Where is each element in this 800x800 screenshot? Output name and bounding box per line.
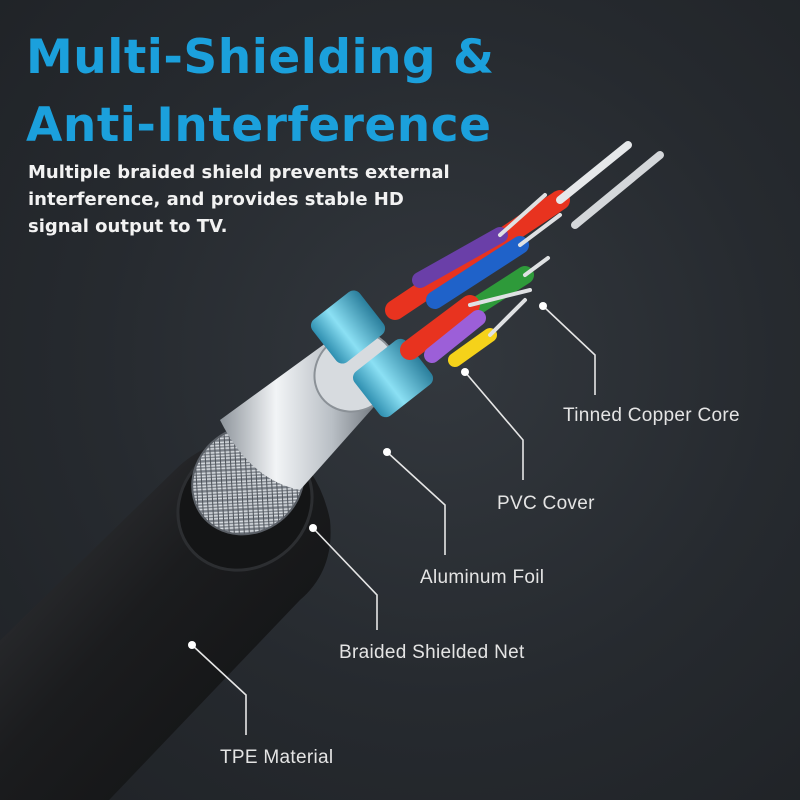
callout-tpe-material: TPE Material (220, 747, 334, 768)
callout-leaders (191, 305, 596, 735)
shielded-pair-1 (310, 290, 386, 364)
wire-purple-1 (412, 227, 508, 288)
copper-strand-3 (498, 193, 547, 237)
wire-red-2 (400, 295, 480, 360)
copper-strand-4 (518, 213, 562, 247)
callout-braided-shielded-net: Braided Shielded Net (339, 642, 525, 663)
callout-aluminum-foil: Aluminum Foil (420, 567, 545, 588)
copper-strand-5 (523, 256, 550, 277)
wire-blue (426, 236, 529, 309)
wire-purple-2 (424, 310, 486, 363)
copper-strand-6 (468, 288, 532, 307)
headline-line-2: Anti-Interference (26, 98, 492, 153)
description-line-1: Multiple braided shield prevents externa… (28, 162, 450, 183)
description-line-3: signal output to TV. (28, 216, 228, 237)
callout-pvc-cover: PVC Cover (497, 493, 595, 514)
copper-strand-1 (556, 141, 632, 204)
copper-strand-7 (488, 298, 527, 337)
description-line-2: interference, and provides stable HD (28, 189, 404, 210)
copper-strand-2 (571, 151, 664, 229)
callout-tinned-copper-core: Tinned Copper Core (563, 405, 740, 426)
wire-yellow (448, 328, 497, 367)
callout-dots (188, 302, 547, 649)
headline-line-1: Multi-Shielding & (26, 30, 495, 85)
